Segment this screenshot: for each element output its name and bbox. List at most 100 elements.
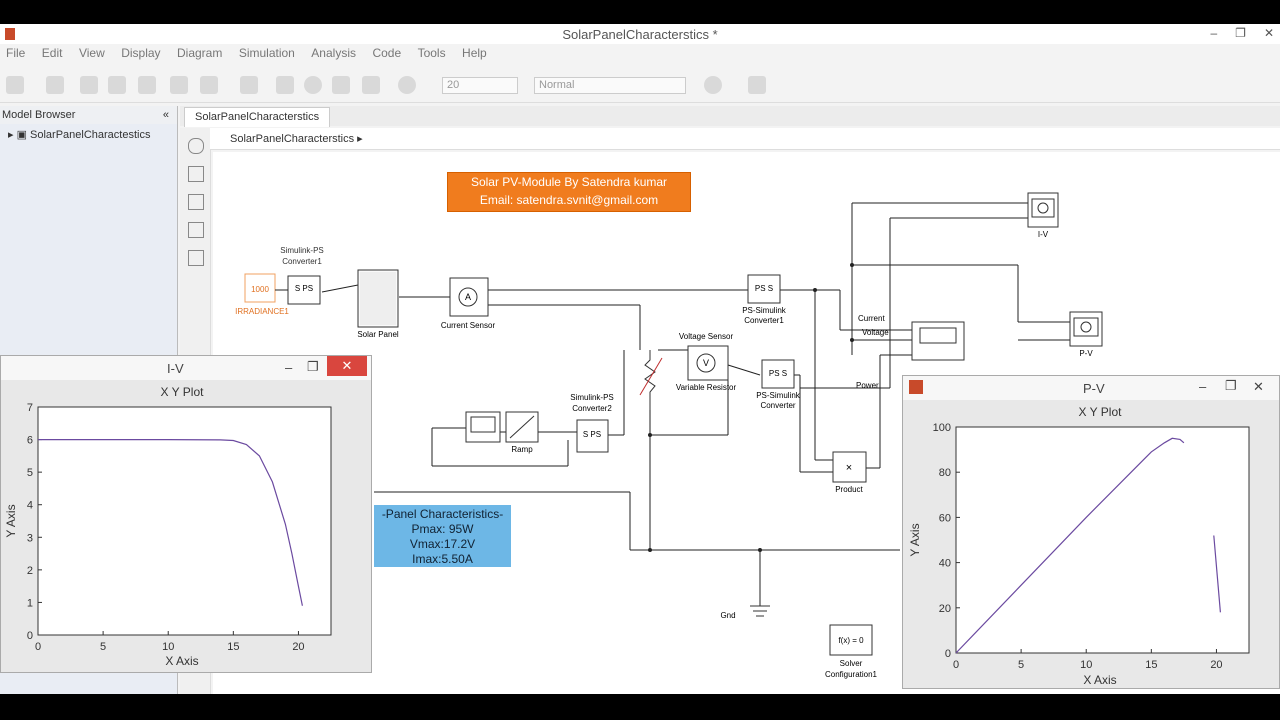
editor-tab-bar: SolarPanelCharacterstics	[180, 106, 1280, 127]
voltage-sensor-block[interactable]: V	[687, 345, 729, 381]
iv-restore-button[interactable]: ❐	[307, 359, 319, 374]
iv-xtick-label: 0	[35, 641, 41, 653]
scope-pv-block[interactable]	[1069, 311, 1103, 347]
model-settings-icon[interactable]	[200, 76, 218, 94]
library-browser-icon[interactable]	[170, 76, 188, 94]
pv-xtick-label: 20	[1210, 659, 1222, 671]
mux-scope-block[interactable]	[911, 321, 965, 361]
solver-configuration-block[interactable]: f(x) = 0	[829, 624, 873, 656]
pss-converter2-block[interactable]: PS S	[761, 359, 795, 389]
scope-iv-block[interactable]	[1027, 192, 1059, 228]
menu-edit[interactable]: Edit	[41, 46, 63, 60]
irradiance-constant-block[interactable]: 1000	[244, 273, 276, 303]
menu-display[interactable]: Display	[121, 46, 161, 60]
ramp-block[interactable]	[505, 411, 539, 443]
menu-view[interactable]: View	[78, 46, 105, 60]
pss1-text: PS S	[755, 284, 773, 293]
characteristics-annotation[interactable]: -Panel Characteristics- Pmax: 95W Vmax:1…	[374, 505, 511, 567]
iv-xtick-label: 5	[100, 641, 106, 653]
iv-ytick-label: 0	[27, 630, 33, 642]
pss-converter1-block[interactable]: PS S	[747, 274, 781, 304]
display-scope-block[interactable]	[465, 411, 501, 443]
iv-xtick-label: 15	[227, 641, 239, 653]
up-icon[interactable]	[138, 76, 156, 94]
pv-curve-1	[1213, 535, 1221, 613]
fit-to-view-icon[interactable]	[188, 194, 204, 210]
record-icon[interactable]	[398, 76, 416, 94]
sps2-label-1: Simulink-PS	[570, 393, 614, 402]
new-model-icon[interactable]	[6, 76, 24, 94]
irradiance-label: IRRADIANCE1	[235, 307, 289, 316]
menu-simulation[interactable]: Simulation	[238, 46, 295, 60]
save-icon[interactable]	[46, 76, 64, 94]
minimize-button[interactable]: –	[1210, 26, 1218, 40]
iv-ylabel: Y Axis	[4, 504, 18, 537]
ground-label: Gnd	[720, 611, 735, 620]
solar-panel-block[interactable]	[357, 269, 399, 328]
pv-restore-button[interactable]: ❐	[1225, 378, 1237, 393]
menu-file[interactable]: File	[6, 46, 26, 60]
iv-window-titlebar[interactable]: I-V – ❐ ✕	[1, 356, 371, 380]
iv-plot-title: X Y Plot	[161, 385, 205, 399]
pss2-label-1: PS-Simulink	[756, 391, 801, 400]
iv-close-button[interactable]: ✕	[327, 356, 367, 376]
product-sign: ×	[846, 462, 852, 474]
iv-ytick-label: 5	[27, 467, 33, 479]
iv-xtick-label: 20	[292, 641, 304, 653]
iv-ytick-label: 3	[27, 532, 33, 544]
stop-time-input[interactable]: 20	[442, 77, 518, 94]
iv-minimize-button[interactable]: –	[285, 360, 293, 375]
breadcrumb-model[interactable]: SolarPanelCharacterstics	[230, 133, 355, 145]
step-forward-icon[interactable]	[332, 76, 350, 94]
pv-ylabel: Y Axis	[908, 523, 922, 556]
sps-converter2-block[interactable]: S PS	[576, 419, 609, 453]
pv-close-button[interactable]: ✕	[1253, 379, 1264, 394]
restore-button[interactable]: ❐	[1235, 26, 1246, 40]
forward-icon[interactable]	[108, 76, 126, 94]
back-icon[interactable]	[80, 76, 98, 94]
imax-text: Imax:5.50A	[412, 552, 473, 566]
simulation-mode-select[interactable]: Normal	[534, 77, 686, 94]
stop-icon[interactable]	[362, 76, 380, 94]
pv-curves	[955, 437, 1221, 654]
hide-browser-icon[interactable]	[188, 138, 204, 154]
menu-tools[interactable]: Tools	[417, 46, 446, 60]
matlab-app-icon	[5, 28, 15, 40]
menu-analysis[interactable]: Analysis	[311, 46, 356, 60]
iv-ytick-label: 2	[27, 565, 33, 577]
menu-code[interactable]: Code	[372, 46, 402, 60]
zoom-icon[interactable]	[188, 166, 204, 182]
model-advisor-icon[interactable]	[704, 76, 722, 94]
sps-converter1-block[interactable]: S PS	[287, 275, 321, 305]
solver-label-2: Configuration1	[825, 670, 878, 679]
product-block[interactable]: ×	[832, 451, 867, 483]
pv-minimize-button[interactable]: –	[1199, 379, 1207, 394]
current-sensor-block[interactable]: A	[449, 277, 489, 317]
step-back-icon[interactable]	[276, 76, 294, 94]
run-icon[interactable]	[304, 76, 322, 94]
model-tree-root[interactable]: ▸ ▣ SolarPanelCharactestics	[8, 129, 151, 141]
author-line-2: Email: satendra.svnit@gmail.com	[479, 193, 659, 207]
menu-diagram[interactable]: Diagram	[177, 46, 223, 60]
annotation-icon[interactable]	[188, 250, 204, 266]
author-annotation[interactable]: Solar PV-Module By Satendra kumar Email:…	[447, 172, 691, 212]
variable-resistor-block[interactable]	[639, 350, 663, 410]
model-tree-root-label: SolarPanelCharactestics	[30, 129, 151, 141]
iv-plot-area	[37, 406, 332, 636]
pv-xtick-label: 15	[1145, 659, 1157, 671]
close-button[interactable]: ✕	[1263, 26, 1274, 40]
arrow-icon[interactable]	[188, 222, 204, 238]
menu-help[interactable]: Help	[462, 46, 487, 60]
pv-window-titlebar[interactable]: P-V – ❐ ✕	[903, 376, 1279, 400]
build-icon[interactable]	[748, 76, 766, 94]
collapse-browser-icon[interactable]: «	[162, 109, 169, 121]
pv-plot-area	[955, 426, 1250, 654]
explorer-icon[interactable]	[240, 76, 258, 94]
ground-block[interactable]	[750, 605, 770, 617]
iv-ytick-label: 7	[27, 402, 33, 414]
tab-model[interactable]: SolarPanelCharacterstics	[184, 107, 331, 127]
menu-bar: File Edit View Display Diagram Simulatio…	[0, 44, 1280, 64]
